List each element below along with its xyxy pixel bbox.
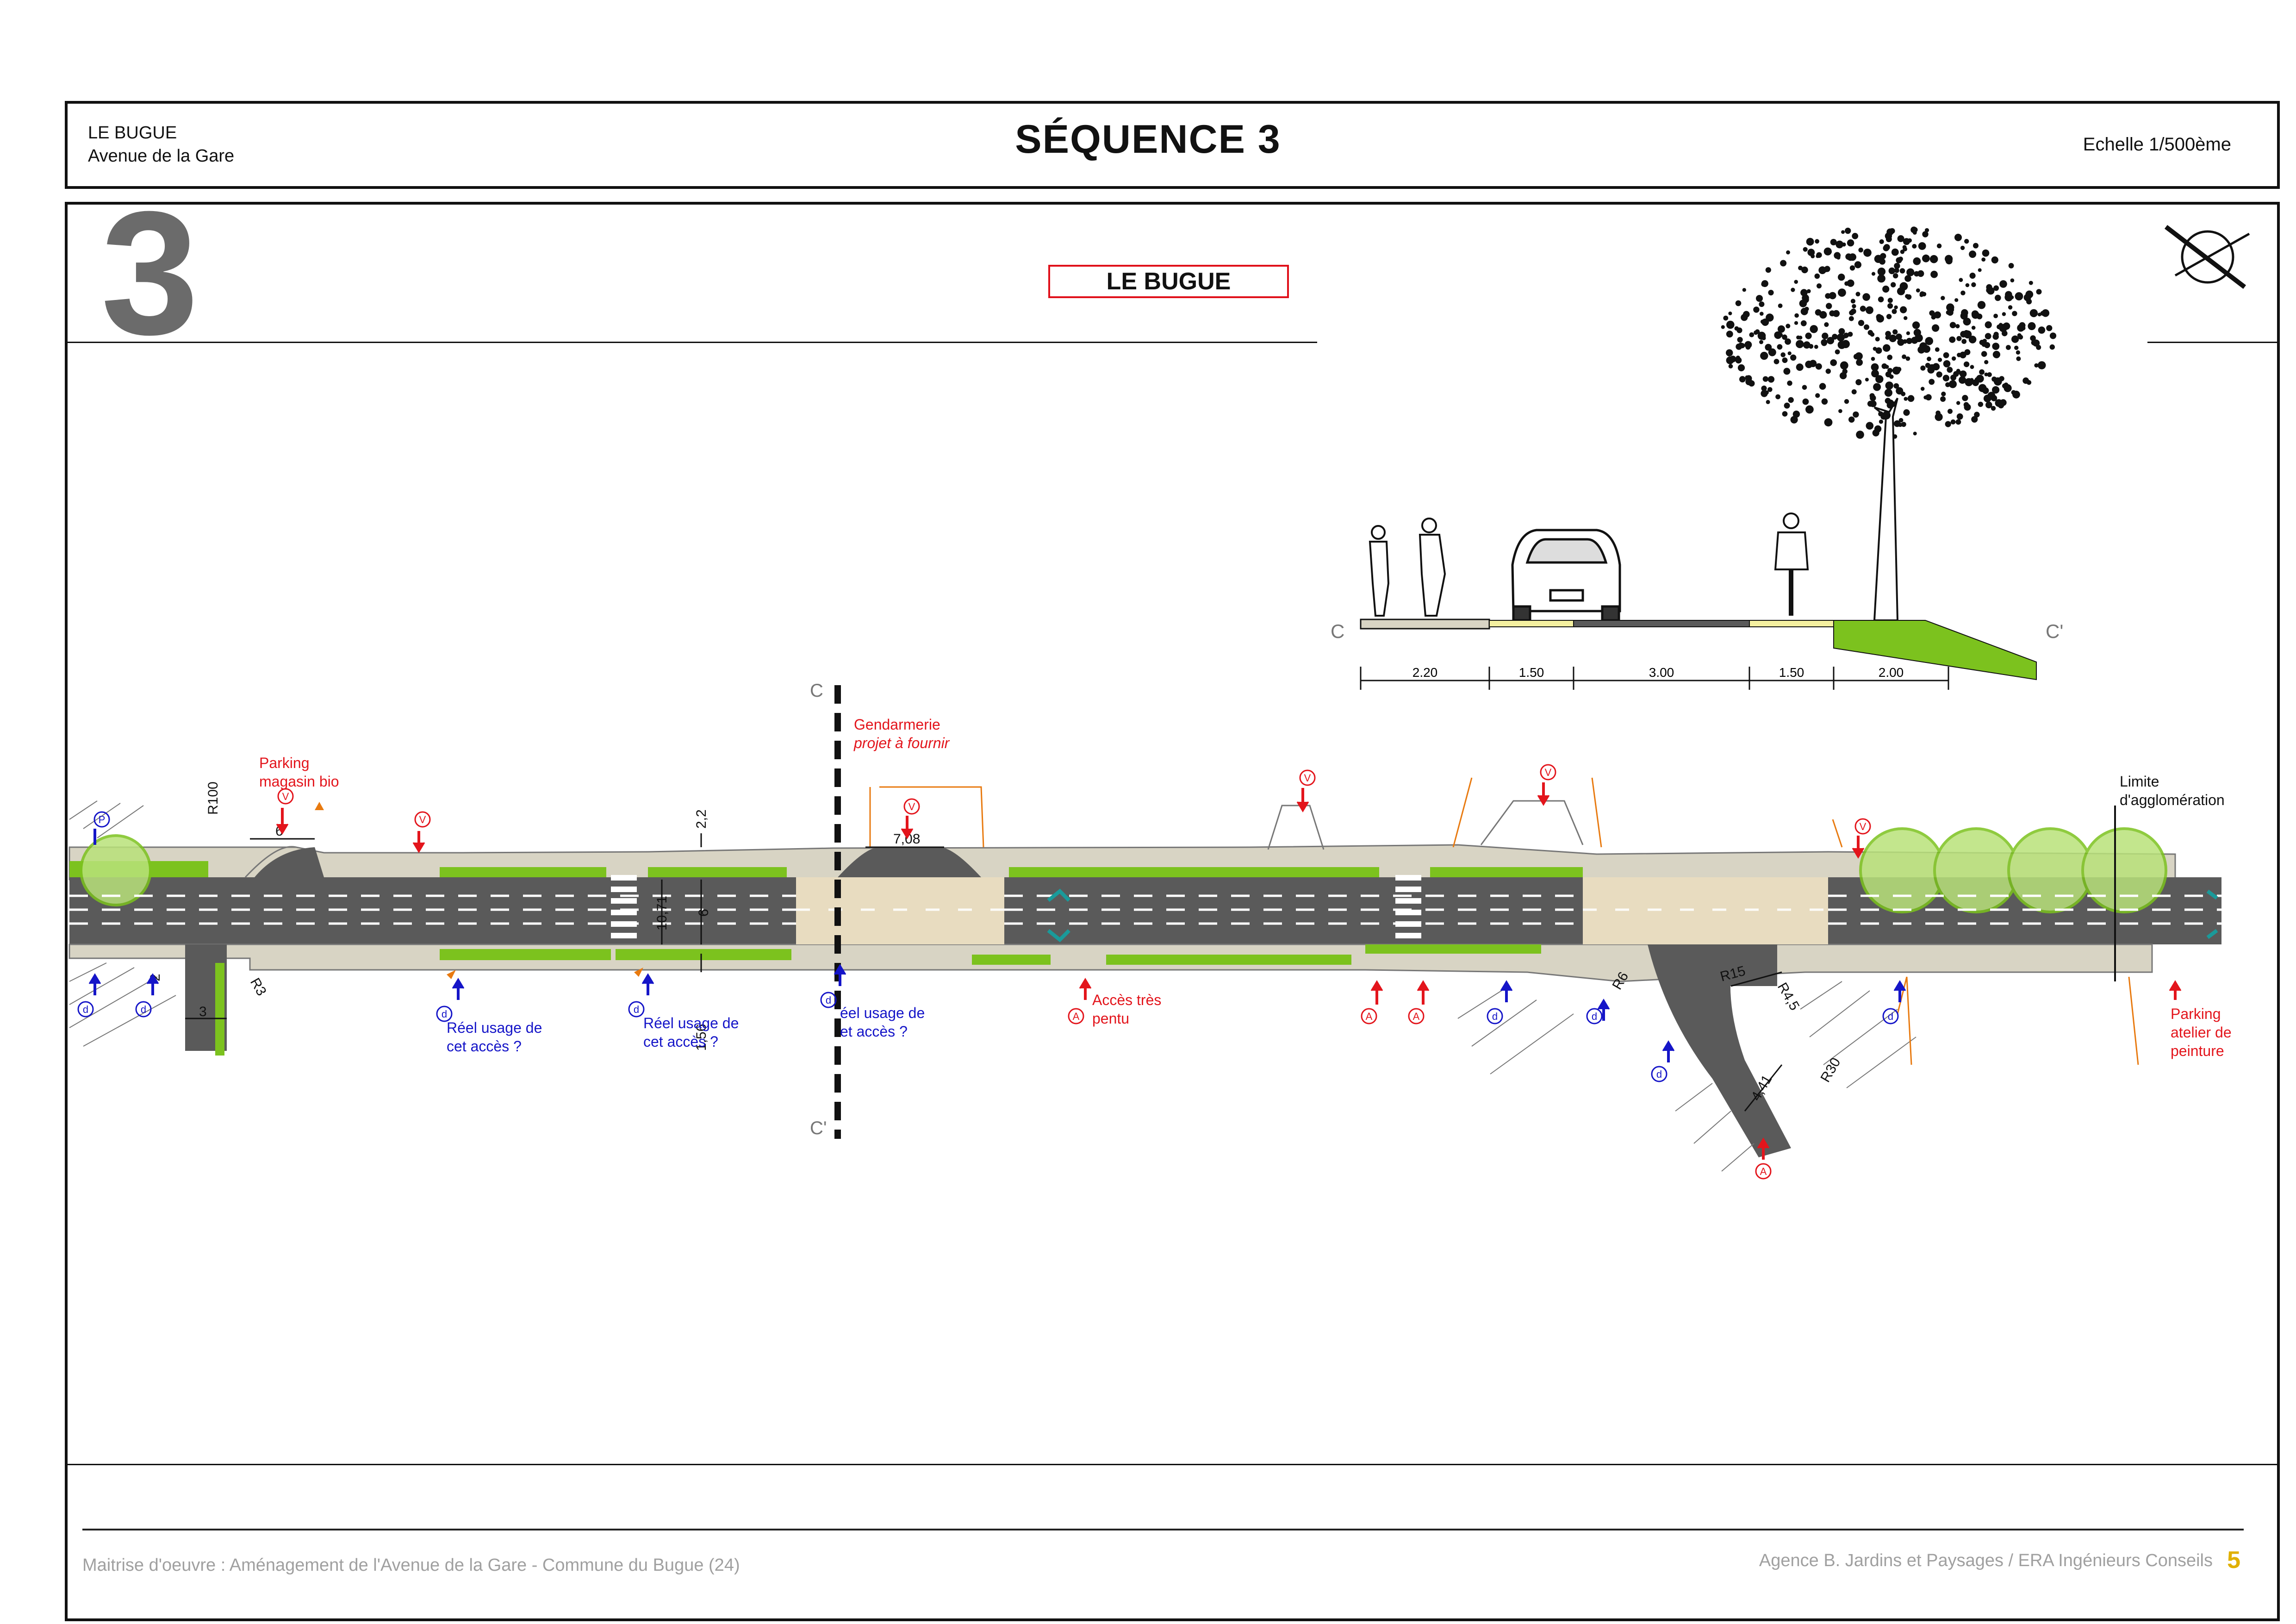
label-gendarmerie-line2: projet à fournir (854, 735, 950, 751)
marker-d-8: d (1656, 1068, 1662, 1080)
car-icon (1511, 529, 1621, 622)
marker-v-2: V (419, 814, 426, 825)
bottom-divider (68, 1464, 2277, 1465)
width-4: 1.50 (1779, 665, 1804, 680)
section-end-label: C' (2046, 620, 2063, 642)
tree-icon (1721, 226, 2057, 621)
label-parking-bio-line1: Parking (259, 755, 310, 771)
dim-2-2: 2,2 (694, 809, 709, 829)
marker-a-1: A (1073, 1011, 1080, 1022)
dim-6-mid: 6 (696, 909, 711, 917)
label-parking-bio: Parking magasin bio (259, 754, 339, 791)
label-reel-usage-2: Réel usage de cet accès ? (643, 1014, 739, 1051)
main-frame (65, 202, 2280, 1621)
marker-d-3: d (442, 1008, 447, 1020)
label-limite: Limite d'agglomération (2120, 772, 2225, 809)
marker-d-2: d (141, 1004, 146, 1015)
sequence-number: 3 (101, 175, 199, 371)
page-title: SÉQUENCE 3 (1015, 117, 1281, 162)
width-2: 1.50 (1519, 665, 1544, 680)
dim-r30: R30 (1817, 1055, 1843, 1085)
label-reel-usage-1-line2: cet accès ? (447, 1038, 522, 1055)
dim-1-56: 1,56 (694, 1024, 709, 1051)
marker-v-6: V (1860, 821, 1867, 832)
top-divider (68, 342, 1317, 343)
header-frame (65, 101, 2280, 189)
label-parking-atelier: Parking atelier de peinture (2171, 1005, 2232, 1060)
marker-d-5: d (826, 994, 831, 1006)
label-gendarmerie-line1: Gendarmerie (854, 716, 940, 733)
road-plan: C C' R100 6 2,2 7,08 10,71 6 1,56 2 3 R3… (68, 681, 2221, 1180)
label-acces-pentu: Accès très pentu (1092, 991, 1161, 1028)
marker-a-2: A (1366, 1011, 1373, 1022)
marker-d-1: d (83, 1004, 88, 1015)
header-location: LE BUGUE Avenue de la Gare (88, 121, 234, 168)
pedestrian-icon (1369, 518, 1446, 617)
marker-v-1: V (282, 791, 289, 802)
cut-bottom-label: C' (810, 1118, 827, 1138)
cut-top-label: C (810, 681, 823, 701)
label-limite-line1: Limite (2120, 773, 2159, 790)
marker-p-1: P (99, 814, 106, 825)
marker-d-4: d (634, 1004, 639, 1015)
marker-d-6: d (1492, 1011, 1498, 1022)
marker-d-7: d (1592, 1011, 1597, 1022)
label-reel-usage-3-line1: éel usage de (840, 1005, 925, 1021)
footer-rule (82, 1529, 2244, 1530)
label-reel-usage-1: Réel usage de cet accès ? (447, 1018, 542, 1056)
section-start-label: C (1331, 620, 1344, 642)
top-divider-right (2147, 342, 2277, 343)
site-label: LE BUGUE (1048, 265, 1289, 298)
dim-3: 3 (199, 1004, 207, 1019)
label-reel-usage-1-line1: Réel usage de (447, 1019, 542, 1036)
label-gendarmerie: Gendarmerie projet à fournir (854, 715, 949, 752)
label-parking-atelier-line3: peinture (2171, 1043, 2224, 1059)
location-town: LE BUGUE (88, 123, 177, 143)
label-acces-pentu-line2: pentu (1092, 1010, 1130, 1027)
label-reel-usage-3-line2: et accès ? (840, 1023, 908, 1040)
footer-project: Maitrise d'oeuvre : Aménagement de l'Ave… (82, 1555, 740, 1575)
footer-agencies: Agence B. Jardins et Paysages / ERA Ingé… (1759, 1551, 2213, 1570)
cross-section: C C' 2.20 1.50 3.00 1.50 2.00 (1331, 618, 2063, 690)
marker-v-5: V (1545, 767, 1552, 778)
dim-10-71: 10,71 (654, 896, 670, 931)
marker-d-9: d (1888, 1011, 1893, 1022)
width-3: 3.00 (1649, 665, 1674, 680)
width-1: 2.20 (1412, 665, 1438, 680)
dim-r3: R3 (247, 975, 269, 999)
dim-r100: R100 (205, 781, 221, 815)
label-reel-usage-2-line1: Réel usage de (643, 1015, 739, 1031)
visitor-markers (276, 764, 1871, 859)
label-parking-atelier-line2: atelier de (2171, 1024, 2232, 1041)
width-5: 2.00 (1879, 665, 1904, 680)
marker-a-4: A (1760, 1166, 1767, 1177)
marker-v-4: V (1304, 772, 1311, 784)
label-parking-atelier-line1: Parking (2171, 1006, 2221, 1022)
marker-a-3: A (1413, 1011, 1420, 1022)
label-reel-usage-2-line2: cet accès ? (643, 1033, 718, 1050)
page-number: 5 (2227, 1547, 2240, 1574)
cyclist-icon (1774, 512, 1809, 616)
north-arrow-icon (2164, 225, 2250, 289)
label-parking-bio-line2: magasin bio (259, 773, 339, 790)
label-reel-usage-3: éel usage de et accès ? (840, 1004, 925, 1041)
dim-r4-5: R4,5 (1774, 980, 1802, 1013)
marker-v-3: V (908, 801, 915, 812)
label-limite-line2: d'agglomération (2120, 792, 2225, 808)
scale-label: Echelle 1/500ème (2083, 134, 2231, 155)
label-acces-pentu-line1: Accès très (1092, 992, 1162, 1008)
location-street: Avenue de la Gare (88, 146, 235, 166)
